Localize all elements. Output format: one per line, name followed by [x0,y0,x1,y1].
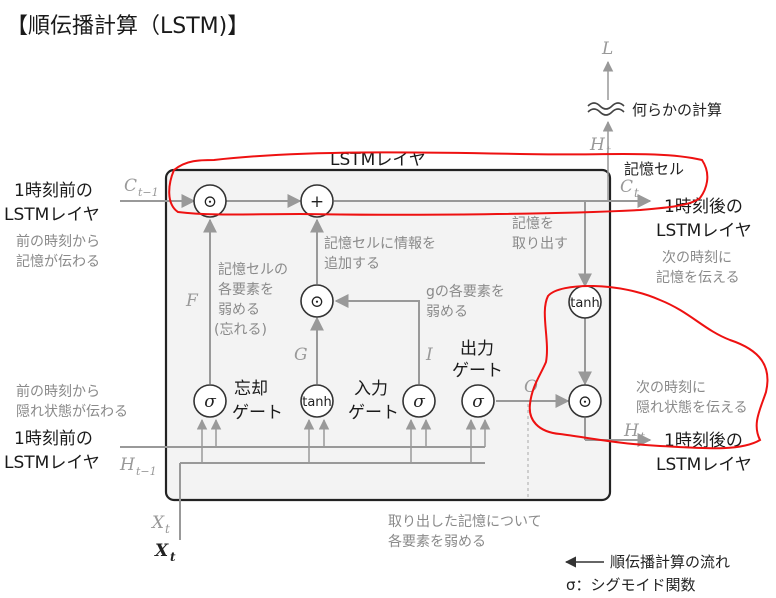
label-extract-1: 記憶を [512,215,554,232]
page-title: 【順伝播計算（LSTM)】 [6,14,250,39]
layer-title: LSTMレイヤ [330,150,426,170]
label-forget-desc-1: 記憶セルの [218,261,288,278]
symbol-X-gray: X [150,513,165,533]
label-prev-mem-2: 記憶が伝わる [16,253,100,270]
node-forget-mul: ⊙ [193,184,227,218]
symbol-X-sub: t [170,550,176,564]
gate-input-arrows [196,418,491,463]
symbol-C-next-sub: t [634,186,639,200]
svg-text:⊙: ⊙ [310,292,324,312]
label-add-info-1: 記憶セルに情報を [324,235,436,252]
node-forget-sigmoid: σ [193,384,227,418]
label-next-hidden-1: 次の時刻に [636,380,706,396]
symbol-C-next: C [620,177,633,197]
lstm-layer-box [164,168,612,502]
wave-icon [587,102,625,110]
svg-text:tanh: tanh [302,395,332,410]
label-next-layer-1: 1時刻後の [664,197,743,217]
node-g-tanh: tanh [300,384,334,418]
label-bottom-note-2: 各要素を弱める [388,534,486,550]
svg-text:tanh: tanh [570,296,600,311]
svg-text:σ: σ [413,392,425,412]
label-prev-mem-1: 前の時刻から [16,233,100,250]
label-g-desc-1: gの各要素を [426,284,505,300]
label-next-hidden-2: 隠れ状態を伝える [636,400,748,416]
legend-flow: 順伝播計算の流れ [610,553,730,571]
label-prev-layer-h-1: 1時刻前の [14,429,93,449]
wire-i-to-mul [334,294,420,384]
legend-sigmoid: σ：シグモイド関数 [566,576,696,594]
label-output-gate-1: 出力 [460,339,494,359]
svg-text:σ: σ [204,392,216,412]
label-add-info-2: 追加する [324,256,380,272]
symbol-O: O [524,377,538,397]
wave-icon-2 [587,108,625,116]
svg-text:σ: σ [472,392,484,412]
label-extract-2: 取り出す [512,236,568,252]
node-input-sigmoid: σ [402,384,436,418]
label-input-gate-1: 入力 [354,379,388,399]
symbol-X: X [154,541,169,561]
symbol-X-gray-sub: t [165,522,170,536]
label-prev-hidden-2: 隠れ状態が伝わる [16,404,128,420]
node-cell-tanh: tanh [568,285,602,319]
label-next-layer-h-2: LSTMレイヤ [656,455,752,475]
label-bottom-note-1: 取り出した記憶について [388,513,542,530]
symbol-G: G [294,345,308,365]
svg-text:⊙: ⊙ [203,192,217,212]
symbol-C-prev: C [124,176,137,196]
label-forget-gate-2: ゲート [232,403,283,423]
svg-text:+: + [310,192,324,212]
label-forget-desc-3: 弱める [218,302,260,318]
node-add: + [300,184,334,218]
label-forget-desc-4: (忘れる) [214,322,267,338]
node-output-sigmoid: σ [461,384,495,418]
symbol-H-next: H [623,421,640,441]
label-prev-layer-1: 1時刻前の [14,181,93,201]
label-next-mem-2: 記憶を伝える [656,269,740,286]
svg-text:⊙: ⊙ [578,392,592,412]
symbol-H-top: H [589,135,606,155]
label-prev-layer-2: LSTMレイヤ [4,205,100,225]
node-output-mul: ⊙ [568,384,602,418]
label-next-mem-1: 次の時刻に [662,250,732,266]
label-g-desc-2: 弱める [426,304,468,320]
label-input-gate-2: ゲート [348,403,399,423]
label-some-calc: 何らかの計算 [632,101,722,119]
label-output-gate-2: ゲート [452,361,503,381]
label-forget-gate-1: 忘却 [234,379,268,399]
red-annotation-memory-cell [168,151,709,216]
symbol-F: F [185,291,199,311]
label-memory-cell: 記憶セル [624,160,684,178]
label-next-layer-h-1: 1時刻後の [664,431,743,451]
symbol-I: I [425,345,433,365]
symbol-H-prev: H [119,455,136,475]
label-forget-desc-2: 各要素を [218,282,274,298]
symbol-H-top-sub: t [606,144,611,158]
label-next-layer-2: LSTMレイヤ [656,221,752,241]
red-annotation-output [528,285,769,450]
symbol-L: L [601,39,613,59]
symbol-C-prev-sub: t−1 [138,186,159,199]
label-prev-layer-h-2: LSTMレイヤ [4,453,100,473]
symbol-H-prev-sub: t−1 [136,465,157,478]
label-prev-hidden-1: 前の時刻から [16,383,100,400]
node-input-mul: ⊙ [300,284,334,318]
symbol-H-next-sub: t [640,430,645,444]
